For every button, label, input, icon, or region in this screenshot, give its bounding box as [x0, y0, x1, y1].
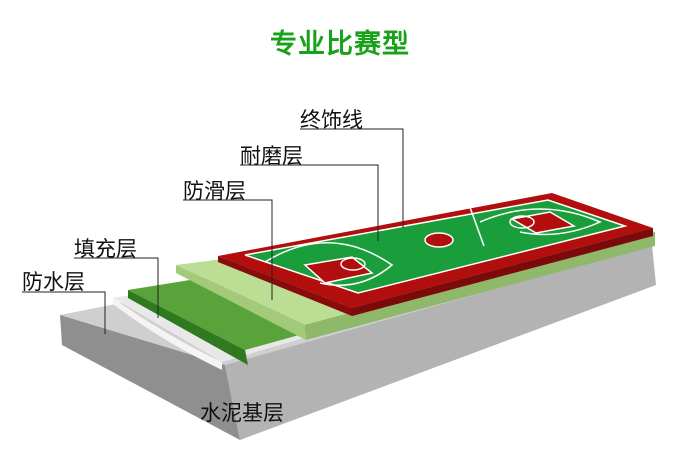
- filler-layer-label: 填充层: [74, 237, 137, 261]
- anti-slip-layer-label: 防滑层: [183, 179, 246, 203]
- cement-side-face: [225, 245, 656, 440]
- cement-base-layer-label: 水泥基层: [200, 401, 284, 425]
- court-red-front: [218, 256, 352, 316]
- antislip-front-face: [176, 265, 306, 340]
- waterproof-edge: [113, 298, 222, 370]
- anti-slip-leader: [183, 199, 273, 300]
- waterproof-leader: [22, 291, 106, 334]
- right-free-throw-circle: [509, 215, 535, 229]
- filler-leader: [74, 257, 159, 318]
- cement-front-face: [60, 315, 240, 440]
- waterproof-layer-label: 防水层: [22, 270, 85, 294]
- right-three-point-arc: [479, 208, 602, 236]
- wear-leader: [240, 164, 379, 241]
- court-lines: [244, 0, 628, 294]
- center-circle: [424, 232, 454, 248]
- left-free-throw-circle: [340, 257, 366, 271]
- page-title: 专业比赛型: [270, 29, 410, 60]
- center-line: [394, 0, 485, 247]
- antislip-side-face: [305, 232, 655, 340]
- leader-lines: [22, 128, 404, 334]
- left-three-point-arc: [264, 242, 394, 286]
- left-key: [303, 256, 374, 284]
- court-boundary-line: [244, 199, 628, 294]
- court-red-side: [352, 228, 653, 316]
- finish-line-label: 终饰线: [300, 108, 363, 132]
- wear-layer-label: 耐磨层: [240, 144, 303, 168]
- finish-leader: [300, 128, 404, 228]
